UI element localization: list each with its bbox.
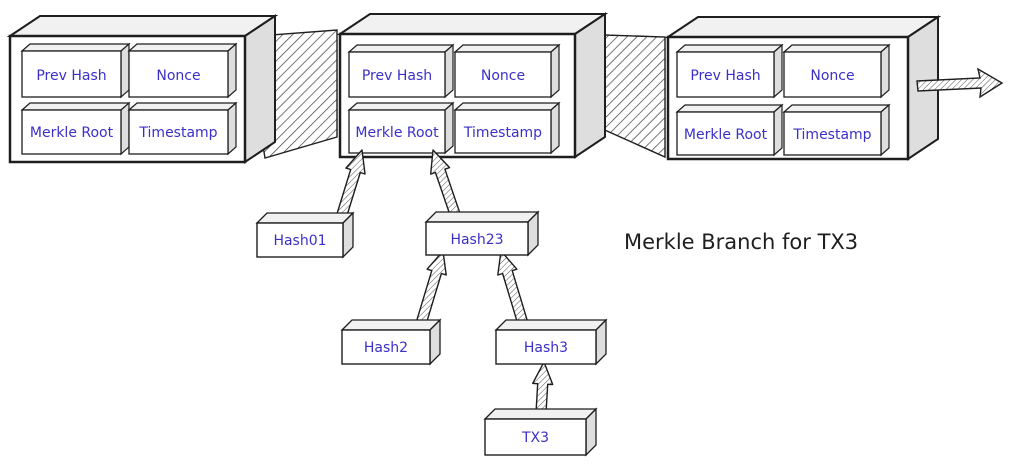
- hash23-node: Hash23: [424, 210, 540, 257]
- merkle-root-label: Merkle Root: [355, 125, 439, 141]
- nonce-label: Nonce: [810, 68, 854, 84]
- timestamp-field: Timestamp: [127, 101, 238, 156]
- timestamp-label: Timestamp: [138, 125, 217, 141]
- hash-arrows: [334, 149, 554, 414]
- nonce-label: Nonce: [481, 68, 525, 84]
- timestamp-field: Timestamp: [453, 101, 561, 155]
- tx3-label: TX3: [521, 430, 549, 446]
- hash3-to-hash23-arrow: [497, 250, 530, 330]
- hash2-node: Hash2: [340, 318, 442, 366]
- timestamp-field: Timestamp: [782, 103, 891, 157]
- nonce-label: Nonce: [156, 68, 200, 84]
- nonce-field: Nonce: [127, 42, 238, 99]
- timestamp-label: Timestamp: [463, 125, 542, 141]
- block-1: Prev Hash Nonce Merkle Root Timestamp: [6, 14, 279, 164]
- prev-hash-label: Prev Hash: [36, 68, 106, 84]
- prev-hash-field: Prev Hash: [675, 43, 784, 99]
- hash3-node: Hash3: [494, 318, 608, 366]
- hash3-label: Hash3: [524, 340, 568, 356]
- merkle-root-field: Merkle Root: [347, 101, 455, 155]
- caption: Merkle Branch for TX3: [624, 230, 858, 254]
- tx3-node: TX3: [483, 407, 598, 457]
- hash01-node: Hash01: [255, 211, 355, 259]
- prev-hash-label: Prev Hash: [362, 68, 432, 84]
- nonce-field: Nonce: [782, 43, 891, 99]
- prev-hash-field: Prev Hash: [347, 43, 455, 99]
- block-3: Prev Hash Nonce Merkle Root Timestamp: [664, 15, 942, 161]
- hash2-label: Hash2: [364, 340, 408, 356]
- hash2-to-hash23-arrow: [414, 250, 447, 330]
- hash01-label: Hash01: [273, 233, 326, 249]
- merkle-root-field: Merkle Root: [675, 103, 784, 157]
- prev-hash-label: Prev Hash: [690, 68, 760, 84]
- hash23-label: Hash23: [450, 232, 503, 248]
- timestamp-label: Timestamp: [792, 127, 871, 143]
- block-2: Prev Hash Nonce Merkle Root Timestamp: [336, 12, 609, 159]
- merkle-root-label: Merkle Root: [684, 127, 768, 143]
- hash01-to-merkle-root-arrow: [334, 149, 366, 224]
- chain-continue-arrow: [916, 67, 1004, 99]
- tx3-to-hash3-arrow: [532, 361, 554, 414]
- nonce-field: Nonce: [453, 43, 561, 99]
- prev-hash-field: Prev Hash: [20, 42, 131, 99]
- merkle-root-field: Merkle Root: [20, 101, 131, 156]
- hash23-to-merkle-root-arrow: [430, 149, 463, 223]
- merkle-root-label: Merkle Root: [30, 125, 114, 141]
